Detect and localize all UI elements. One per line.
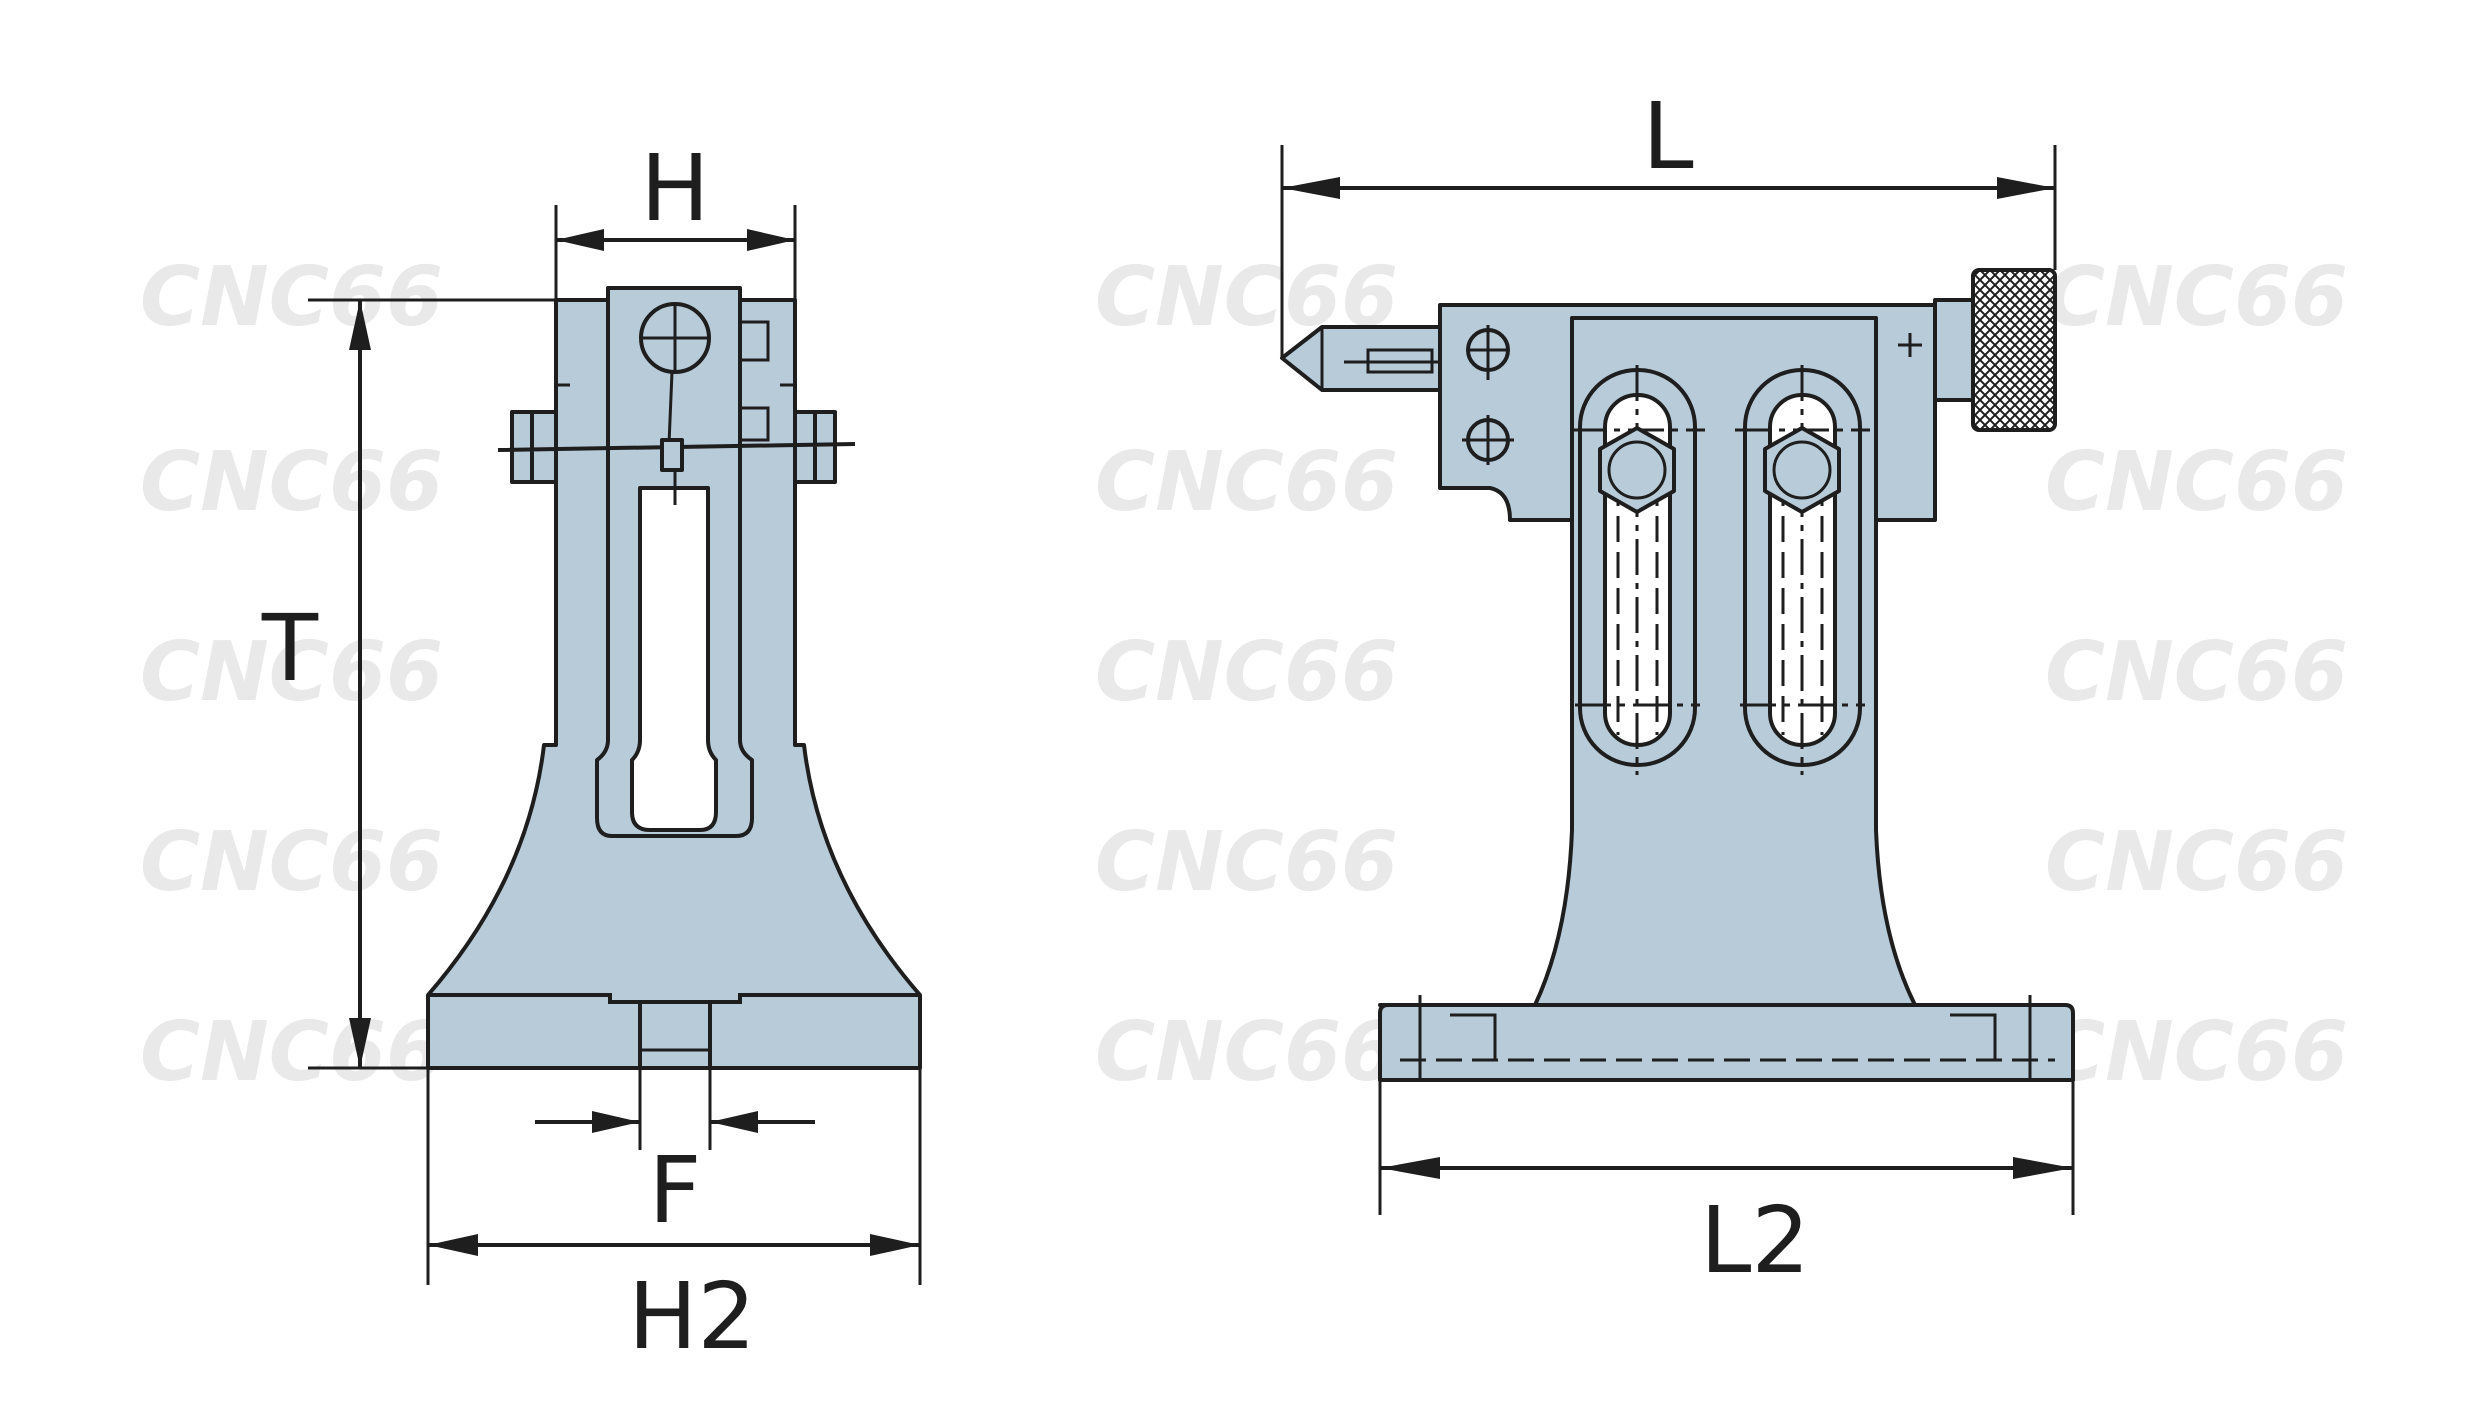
watermark-text: CNC66 (140, 250, 443, 345)
dim-l2-arrow-left (1380, 1157, 1440, 1179)
front-dimensions: H T F H2 (261, 135, 922, 1370)
watermark-text: CNC66 (140, 1005, 443, 1100)
dim-f-extension-lines (638, 1068, 712, 1150)
side-hex-bolt-right-face (1772, 440, 1832, 500)
dim-h2-extension-lines (426, 1068, 922, 1285)
front-inner-frame (554, 300, 797, 745)
dim-l2-label: L2 (1700, 1187, 1810, 1294)
dim-l2-arrow-right (2013, 1157, 2073, 1179)
dim-h-label: H (640, 135, 709, 242)
watermark-layer: CNC66CNC66CNC66CNC66CNC66CNC66CNC66CNC66… (140, 250, 2348, 1100)
dim-f-arrow-right (710, 1111, 758, 1133)
side-screw-mark (1898, 333, 1922, 357)
front-clamp-block (660, 438, 684, 472)
watermark-text: CNC66 (1095, 625, 1398, 720)
front-bolt-details (556, 320, 795, 442)
side-dimensions: L L2 (1280, 83, 2075, 1294)
watermark-text: CNC66 (1095, 435, 1398, 530)
side-knob-hub (1933, 298, 1975, 402)
watermark-text: CNC66 (2045, 250, 2348, 345)
dim-l-extension-lines (1280, 145, 2057, 358)
watermark-text: CNC66 (1095, 1005, 1398, 1100)
side-view (1280, 268, 2075, 1082)
side-slot-hidden-lines (1616, 480, 1824, 735)
dim-h-arrow-right (747, 229, 795, 251)
front-tongue (638, 1000, 712, 1070)
dim-t-arrow-bottom (349, 1018, 371, 1068)
dim-h-arrow-left (556, 229, 604, 251)
watermark-text: CNC66 (140, 815, 443, 910)
watermark-text: CNC66 (2045, 435, 2348, 530)
dim-t-extension-lines (308, 298, 556, 1070)
front-view (426, 286, 922, 1070)
knurled-knob (1971, 268, 2057, 432)
dim-t-label: T (261, 595, 319, 702)
side-base-bolt-holes (1418, 995, 2032, 1080)
watermark-text: CNC66 (2045, 625, 2348, 720)
dim-f-arrow-left (592, 1111, 640, 1133)
dim-h2-arrow-left (428, 1234, 478, 1256)
dim-l2-extension-lines (1378, 1080, 2075, 1215)
dim-f-label: F (649, 1137, 702, 1244)
watermark-text: CNC66 (140, 435, 443, 530)
side-head (1438, 303, 1937, 522)
dim-l-arrow-left (1282, 177, 1340, 199)
dim-h2-arrow-right (870, 1234, 920, 1256)
front-window (630, 486, 718, 832)
dim-h-extension-lines (554, 205, 797, 300)
watermark-text: CNC66 (2045, 1005, 2348, 1100)
side-hex-bolt-left-face (1607, 440, 1667, 500)
watermark-text: CNC66 (2045, 815, 2348, 910)
watermark-text: CNC66 (140, 625, 443, 720)
side-fitting-axes (1462, 325, 1514, 465)
dim-t-arrow-top (349, 300, 371, 350)
side-point-detail (1320, 327, 1440, 390)
dim-l-label: L (1642, 83, 1693, 190)
watermark-text: CNC66 (1095, 815, 1398, 910)
dim-h2-label: H2 (628, 1263, 756, 1370)
dim-l-arrow-right (1997, 177, 2055, 199)
